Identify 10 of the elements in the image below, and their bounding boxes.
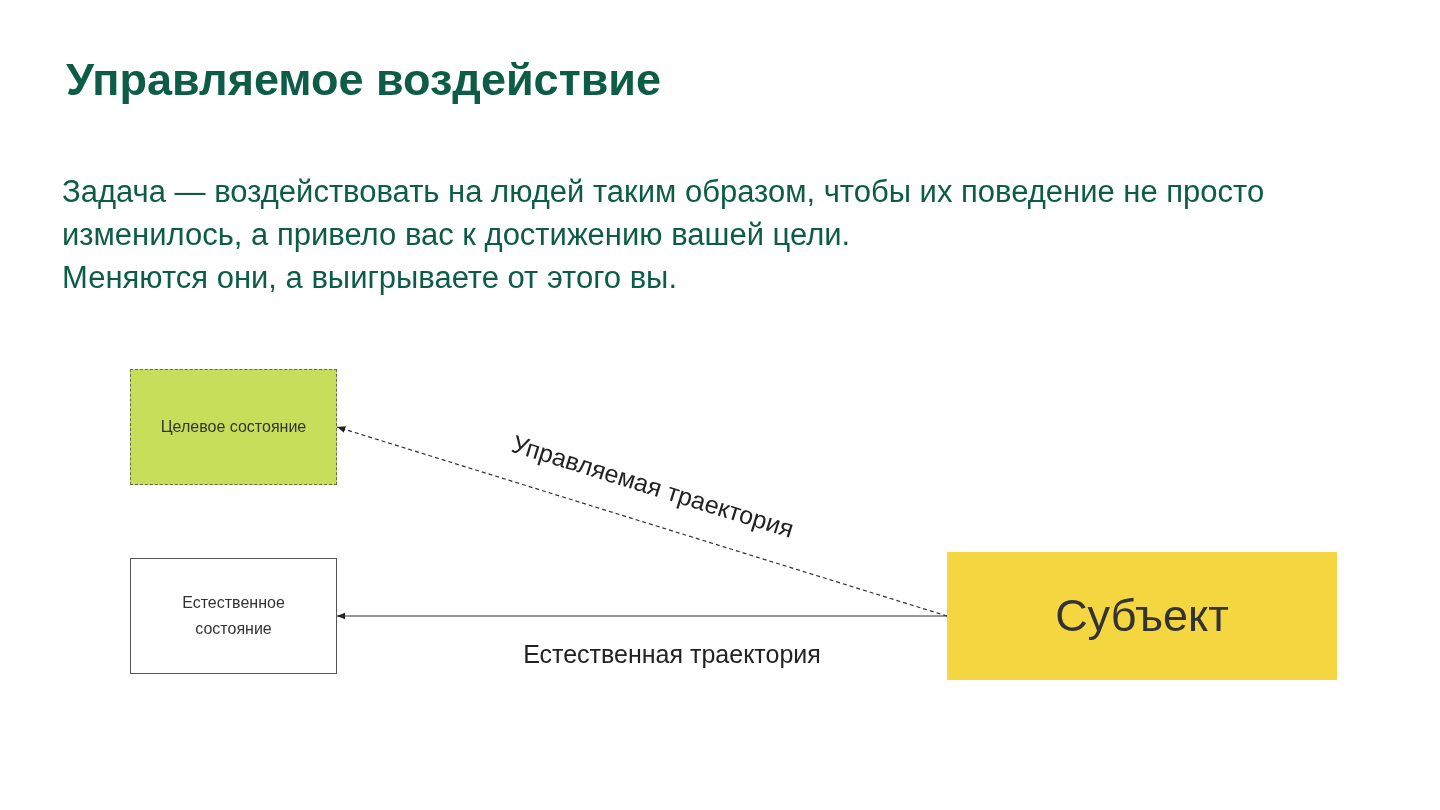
arrow <box>336 612 948 620</box>
target-state-box <box>130 369 337 485</box>
natural-state-box <box>130 558 337 674</box>
subject-box <box>947 552 1337 680</box>
node-label: Субъект <box>1054 589 1230 643</box>
body-paragraph: Задача — воздействовать на людей таким образом, чтобы их поведение не просто изменилось, а привело вас к достижению вашей цели. <box>62 173 1266 254</box>
node-label: Целевое состояние <box>159 417 308 438</box>
slide-title: Управляемое воздействие <box>66 54 662 106</box>
body-paragraph: Меняются они, а выигрываете от этого вы. <box>62 259 678 297</box>
node-label: Естественное состояние <box>181 593 286 639</box>
